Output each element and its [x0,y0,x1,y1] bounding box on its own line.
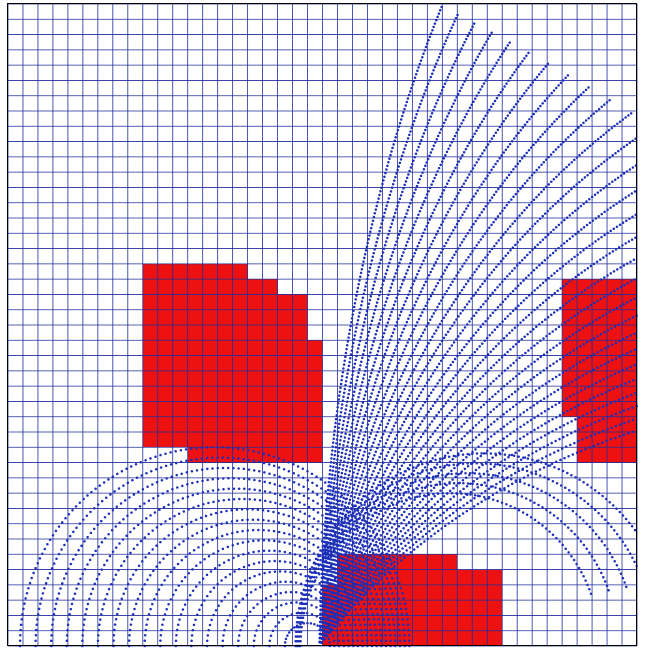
plot-frame [7,3,637,646]
fan-rays-path [318,86,590,644]
fan-rays-path [320,430,635,644]
fan-rays-path [318,13,459,644]
fan-rays-path [319,278,636,644]
grid-layer [7,3,638,647]
obstacle-left-block [307,340,323,448]
obstacle-left-block [187,447,323,463]
fan-rays-path [318,74,570,644]
obstacle-bottom-block [457,569,503,646]
fan-rays-path [319,236,637,644]
fan-rays-path [320,404,638,644]
fan-rays-path [318,112,633,644]
trajectory-layer [18,5,638,648]
left-arcs-path [159,539,369,648]
left-arcs-path [18,446,411,648]
fan-rays-path [318,98,611,644]
